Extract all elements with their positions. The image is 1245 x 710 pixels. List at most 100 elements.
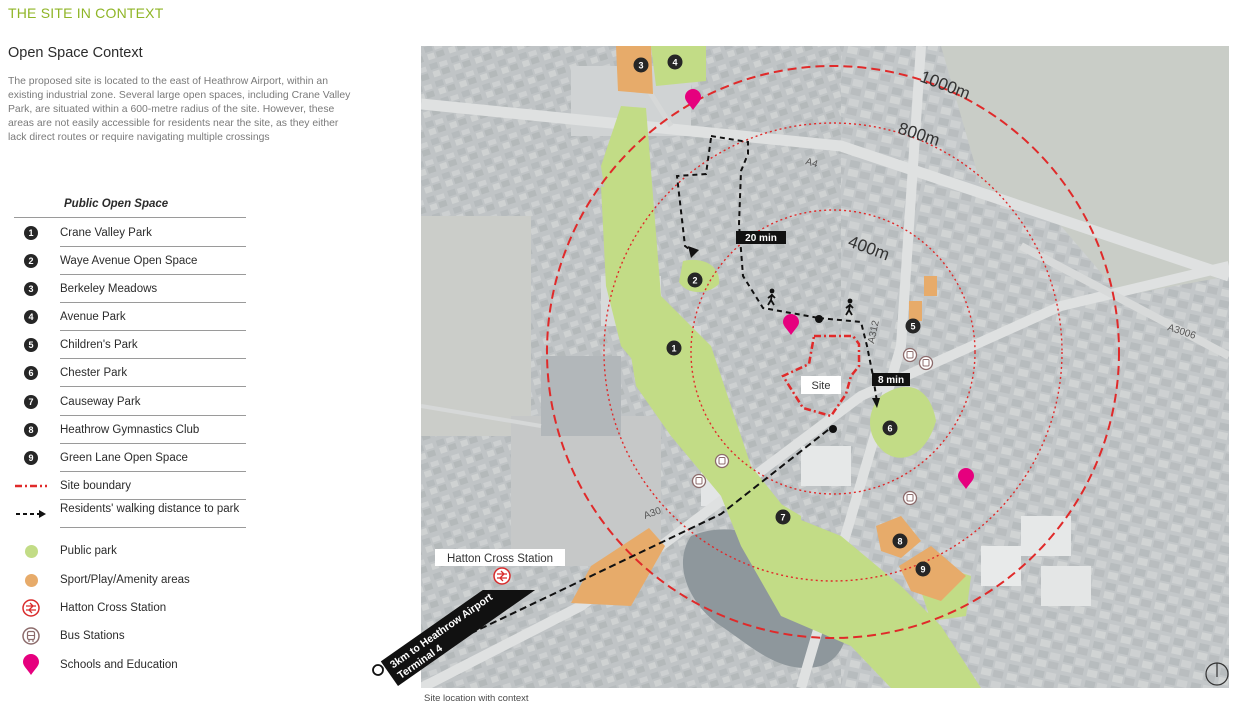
legend-label: Public park: [60, 545, 117, 557]
site-boundary[interactable]: [781, 334, 861, 418]
rail-icon: [22, 599, 40, 617]
section-title: THE SITE IN CONTEXT: [8, 5, 164, 21]
svg-text:4: 4: [672, 58, 677, 68]
intro-paragraph: The proposed site is located to the east…: [8, 76, 351, 144]
svg-text:1: 1: [671, 344, 676, 354]
park-marker-8[interactable]: 8: [892, 533, 908, 549]
legend-item-1: 1 Crane Valley Park: [14, 219, 254, 247]
legend: Public Open Space 1 Crane Valley Park 2 …: [14, 192, 254, 675]
legend-item-bus: Bus Stations: [14, 622, 254, 650]
map-caption: Site location with context: [424, 693, 529, 704]
road-label-a3006: A3006: [1166, 322, 1197, 342]
bus-icon[interactable]: [714, 453, 730, 469]
park-marker-6[interactable]: 6: [882, 420, 898, 436]
ring-800m: [603, 122, 1063, 582]
legend-item-sport: Sport/Play/Amenity areas: [14, 566, 254, 594]
page-title: Open Space Context: [8, 45, 143, 61]
legend-label: Heathrow Gymnastics Club: [60, 424, 200, 436]
svg-text:3: 3: [638, 61, 643, 71]
legend-item-site-boundary: Site boundary: [14, 472, 254, 500]
svg-text:5: 5: [910, 322, 915, 332]
park-number-marker-icon: 7: [24, 395, 38, 409]
bus-icon[interactable]: [691, 473, 707, 489]
park-number-marker-icon: 3: [24, 282, 38, 296]
legend-item-6: 6 Chester Park: [14, 359, 254, 387]
park-number-marker-icon: 9: [24, 451, 38, 465]
road-label-a4: A4: [804, 156, 819, 170]
rail-icon: [493, 567, 511, 585]
park-number-marker-icon: 2: [24, 254, 38, 268]
public-park-swatch-icon: [24, 544, 38, 558]
legend-label: Schools and Education: [60, 659, 178, 671]
ring-1000m: [546, 65, 1120, 639]
legend-label: Avenue Park: [60, 311, 126, 323]
park-marker-5[interactable]: 5: [905, 318, 921, 334]
walking-arrow-icon: [16, 510, 46, 518]
svg-text:9: 9: [920, 565, 925, 575]
school-pin-icon[interactable]: [685, 89, 701, 110]
station-label: Hatton Cross Station: [447, 553, 553, 565]
park-marker-4[interactable]: 4: [667, 54, 683, 70]
legend-label: Chester Park: [60, 367, 128, 379]
svg-text:8: 8: [897, 537, 902, 547]
context-map[interactable]: 1000m 800m 400m A4 A312 A3006 A30 20 min…: [421, 46, 1229, 688]
pedestrian-icon: [767, 288, 776, 306]
legend-label: Waye Avenue Open Space: [60, 255, 198, 267]
legend-label: Bus Stations: [60, 630, 125, 642]
legend-label: Crane Valley Park: [60, 227, 152, 239]
legend-label: Residents' walking distance to park: [60, 503, 240, 515]
legend-item-3: 3 Berkeley Meadows: [14, 275, 254, 303]
ring-400m: [690, 209, 976, 495]
park-marker-3[interactable]: 3: [633, 57, 649, 73]
site-boundary-line-icon: [15, 484, 47, 488]
svg-text:6: 6: [887, 424, 892, 434]
ring-label-1000m: 1000m: [918, 67, 973, 103]
walking-route-chester: [818, 317, 878, 403]
park-number-marker-icon: 8: [24, 423, 38, 437]
park-number-marker-icon: 6: [24, 366, 38, 380]
walking-route-waye: [675, 137, 712, 253]
north-arrow-icon: [1205, 662, 1229, 686]
map-overlay: 1000m 800m 400m A4 A312 A3006 A30 20 min…: [421, 54, 1229, 686]
site-label: Site: [812, 380, 831, 392]
legend-label: Green Lane Open Space: [60, 452, 188, 464]
road-label-a30: A30: [642, 505, 663, 522]
sport-area-swatch-icon: [24, 573, 38, 587]
school-pin-icon[interactable]: [783, 314, 799, 335]
park-marker-1[interactable]: 1: [666, 340, 682, 356]
walking-route-north: [710, 135, 820, 319]
legend-label: Causeway Park: [60, 396, 141, 408]
park-number-marker-icon: 1: [24, 226, 38, 240]
ring-label-800m: 800m: [896, 119, 942, 150]
legend-title: Public Open Space: [14, 192, 246, 218]
legend-label: Hatton Cross Station: [60, 602, 167, 614]
bus-icon[interactable]: [902, 490, 918, 506]
legend-item-9: 9 Green Lane Open Space: [14, 444, 254, 472]
legend-item-2: 2 Waye Avenue Open Space: [14, 247, 254, 275]
legend-label: Children's Park: [60, 339, 138, 351]
legend-label: Sport/Play/Amenity areas: [60, 574, 190, 586]
park-marker-9[interactable]: 9: [915, 561, 931, 577]
walk-time-20min: 20 min: [745, 233, 777, 244]
map-base: [421, 46, 1229, 688]
airport-label-line1: 3km to Heathrow Airport: [388, 591, 495, 671]
road-label-a312: A312: [866, 319, 882, 345]
park-marker-7[interactable]: 7: [775, 509, 791, 525]
airport-label: 3km to Heathrow Airport Terminal 4: [372, 590, 536, 686]
airport-route: [421, 425, 834, 659]
bus-icon[interactable]: [902, 347, 918, 363]
pedestrian-icon: [845, 298, 854, 316]
svg-text:7: 7: [780, 513, 785, 523]
legend-item-4: 4 Avenue Park: [14, 303, 254, 331]
legend-item-5: 5 Children's Park: [14, 331, 254, 359]
walk-time-8min: 8 min: [878, 375, 904, 386]
legend-label: Berkeley Meadows: [60, 283, 158, 295]
legend-item-7: 7 Causeway Park: [14, 388, 254, 416]
legend-item-walking: Residents' walking distance to park: [14, 500, 254, 528]
school-pin-icon[interactable]: [958, 468, 974, 489]
legend-item-station: Hatton Cross Station: [14, 594, 254, 622]
legend-item-public-park: Public park: [14, 537, 254, 565]
school-pin-icon: [23, 654, 39, 675]
bus-icon[interactable]: [918, 355, 934, 371]
park-marker-2[interactable]: 2: [687, 272, 703, 288]
